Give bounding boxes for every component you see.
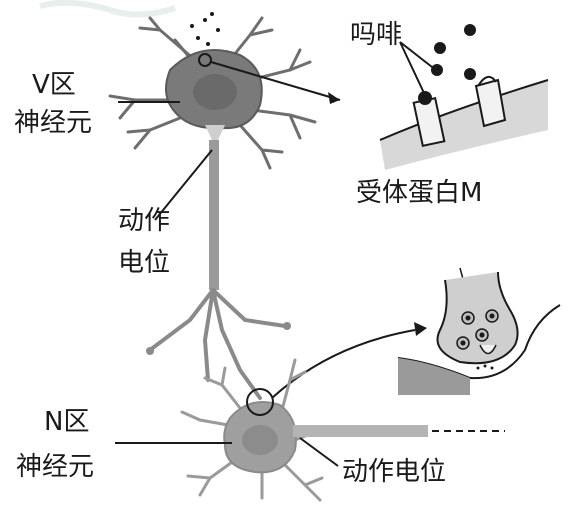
arrowhead	[414, 322, 427, 336]
vesicle-core	[466, 316, 471, 321]
morphine-pointer	[400, 42, 432, 93]
vesicle-core	[490, 314, 495, 319]
v-neuron-nucleus	[193, 74, 237, 110]
vesicle-core	[461, 341, 466, 346]
v-neuron-axon	[209, 140, 219, 290]
leader-lines	[115, 102, 338, 466]
watermark-mark	[40, 3, 175, 15]
morphine-molecules	[418, 24, 476, 105]
morphine-label: 吗啡	[350, 18, 402, 52]
receptor-protein-label: 受体蛋白M	[356, 176, 482, 210]
terminal-bouton	[146, 347, 154, 355]
action-potential-top-label-2: 电位	[118, 246, 170, 280]
receptor-inset	[380, 24, 548, 170]
v-neuron-axon-hillock	[205, 125, 225, 140]
postsynaptic-cell	[398, 358, 470, 395]
synapse-inset	[398, 268, 560, 395]
vesicle-core	[480, 333, 485, 338]
arrowhead	[328, 92, 340, 104]
n-region-label: N区	[44, 405, 89, 439]
action-potential-bottom-label: 动作电位	[342, 455, 446, 489]
v-neuron-label: 神经元	[14, 106, 92, 140]
morphine-dots-small	[190, 12, 220, 46]
n-neuron-label: 神经元	[16, 450, 94, 484]
presynaptic-terminal	[438, 272, 518, 363]
leader-action-potential-bottom	[300, 438, 338, 466]
terminal-bouton	[283, 322, 291, 330]
membrane	[380, 80, 548, 170]
v-region-label: V区	[32, 68, 76, 102]
n-neuron-nucleus	[242, 425, 278, 455]
action-potential-top-label-1: 动作	[118, 204, 170, 238]
released-transmitter	[477, 365, 494, 370]
n-neuron-axon	[293, 425, 428, 437]
